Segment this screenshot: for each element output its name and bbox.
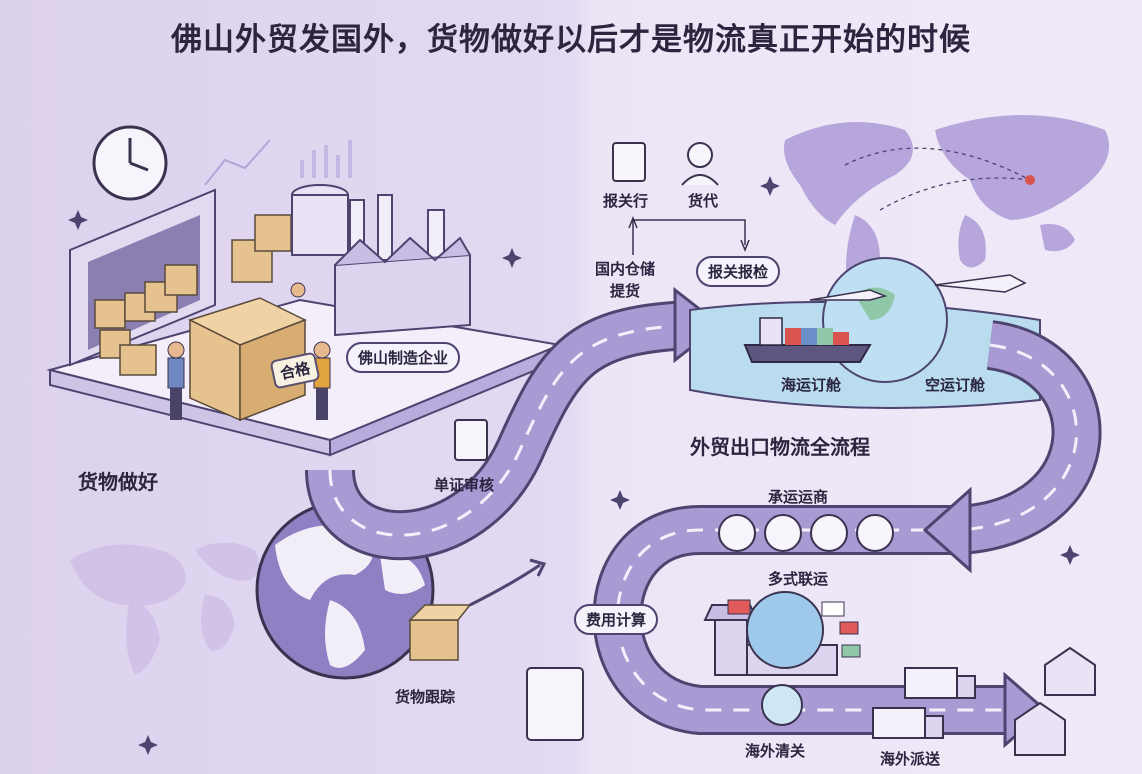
label-carrier: 承运运商 [768, 488, 829, 506]
customs-clearance-icon [761, 684, 803, 726]
label-overseas-delivery: 海外派送 [880, 750, 941, 768]
clipboard-icon [526, 667, 584, 741]
globe-small-icon [746, 591, 824, 669]
label-air-booking: 空运订舱 [925, 376, 986, 394]
truck-mode-icon [856, 514, 894, 552]
label-fee-calc: 费用计算 [574, 604, 659, 635]
label-overseas-clearance: 海外清关 [745, 742, 806, 760]
world-map-faint-left [70, 542, 259, 675]
label-goods-ready: 货物做好 [78, 470, 158, 494]
sparkle-icons [68, 176, 1080, 755]
label-process-title: 外贸出口物流全流程 [690, 435, 870, 459]
label-foshan-factory: 佛山制造企业 [346, 342, 461, 373]
house-icons [1014, 646, 1096, 756]
flag-icons [727, 599, 861, 658]
page-title: 佛山外贸发国外，货物做好以后才是物流真正开始的时候 [171, 22, 971, 58]
transport-mode-icons [718, 514, 894, 552]
label-customs-declaration: 报关报检 [696, 256, 781, 287]
label-multimodal: 多式联运 [768, 570, 829, 588]
truck-icons [872, 667, 976, 739]
checklist-icon [454, 419, 488, 461]
plane-mode-icon [764, 514, 802, 552]
label-freight-forwarder: 货代 [688, 192, 719, 210]
document-icons [454, 142, 646, 741]
agent-person-icon [681, 142, 719, 186]
ship-mode-icon [718, 514, 756, 552]
train-mode-icon [810, 514, 848, 552]
world-map-top-right [784, 115, 1110, 300]
factory-scene [46, 125, 564, 457]
label-customs-broker: 报关行 [603, 192, 649, 210]
label-domestic-warehouse: 国内仓储 提货 [595, 260, 656, 300]
customs-doc-icon [612, 142, 646, 182]
label-sea-booking: 海运订舱 [781, 376, 842, 394]
map-pin-icon [1025, 175, 1035, 185]
label-doc-review: 单证审核 [434, 476, 495, 494]
label-goods-tracking: 货物跟踪 [395, 688, 456, 706]
